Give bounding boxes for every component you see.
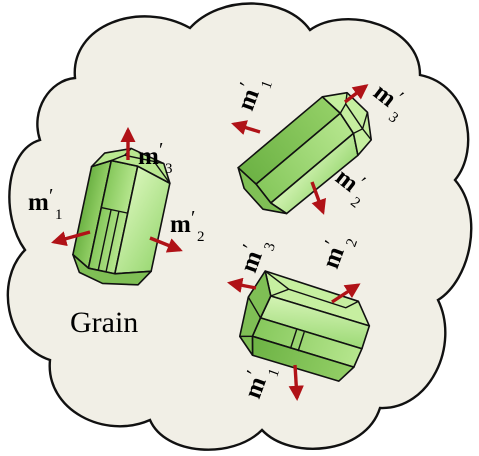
label-prime: ′ <box>321 238 343 250</box>
direction-arrows <box>51 84 369 402</box>
arrow-left-m2 <box>149 236 183 253</box>
label-prime: ′ <box>239 242 261 254</box>
label-left-m3: m ′ 3 <box>138 139 173 177</box>
grain-caption: Grain <box>70 306 138 339</box>
arrow-topright-m2 <box>310 181 326 215</box>
label-base: m <box>170 211 191 238</box>
crystal-bottom-right <box>238 270 371 382</box>
label-prime: ′ <box>191 207 195 229</box>
label-prime: ′ <box>159 139 163 161</box>
label-base: m <box>28 189 49 216</box>
crystal-left <box>72 147 171 286</box>
label-bottomright-m3: m ′ 3 <box>235 241 279 276</box>
label-prime: ′ <box>236 80 258 92</box>
arrow-bottomright-m1 <box>288 364 304 402</box>
arrow-topright-m3 <box>343 84 369 104</box>
label-subscript: 1 <box>55 207 63 223</box>
label-prime: ′ <box>243 368 265 380</box>
label-subscript: 3 <box>165 161 173 177</box>
grain-cloud-outline <box>6 2 473 451</box>
label-subscript: 2 <box>197 229 205 245</box>
crystal-top-right <box>237 91 373 215</box>
arrow-bottomright-m3 <box>226 277 257 293</box>
label-left-m1: m ′ 1 <box>28 185 63 223</box>
arrow-left-m1 <box>51 230 91 247</box>
arrow-topright-m1 <box>231 120 261 135</box>
label-prime: ′ <box>49 185 53 207</box>
label-base: m <box>138 143 159 170</box>
arrow-bottomright-m2 <box>331 283 361 304</box>
label-left-m2: m ′ 2 <box>170 207 205 245</box>
